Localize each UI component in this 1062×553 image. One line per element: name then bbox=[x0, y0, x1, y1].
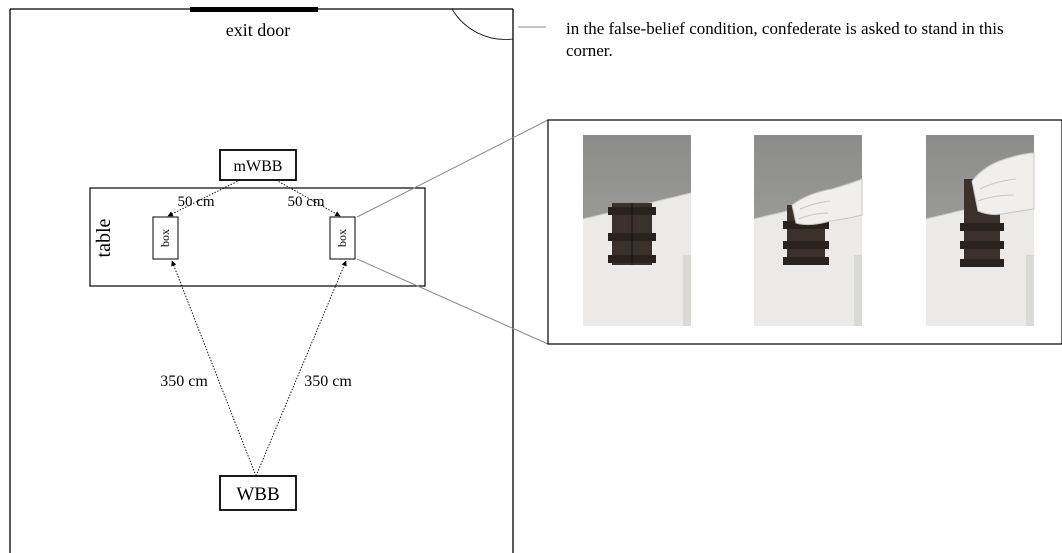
box-left bbox=[152, 216, 179, 260]
dist-mwbb-left-label: 50 cm bbox=[177, 194, 214, 210]
arrow-mwbb-box-left bbox=[167, 179, 241, 217]
room-walls bbox=[9, 8, 514, 553]
hand-icon bbox=[791, 178, 863, 226]
arrow-wbb-box-left bbox=[171, 260, 257, 477]
mwbb-label: mWBB bbox=[234, 158, 283, 175]
photo-3 bbox=[925, 135, 1035, 326]
box-left-label: box bbox=[158, 229, 172, 247]
mwbb-box bbox=[219, 149, 297, 181]
zoom-line-top bbox=[356, 119, 549, 218]
box-right-label: box bbox=[335, 229, 349, 247]
door-swing-arc bbox=[451, 8, 514, 40]
box-stack-icon bbox=[608, 203, 656, 265]
arrow-mwbb-box-right bbox=[275, 179, 341, 217]
zoom-line-bottom bbox=[356, 258, 549, 345]
photo-2 bbox=[753, 135, 863, 326]
arrow-wbb-box-right bbox=[255, 260, 347, 477]
wbb-label: WBB bbox=[236, 484, 279, 505]
dist-wbb-right-label: 350 cm bbox=[304, 373, 352, 390]
exit-door-label: exit door bbox=[226, 20, 291, 40]
hand-icon bbox=[971, 152, 1035, 216]
exit-door bbox=[190, 7, 318, 12]
table-label: table bbox=[93, 218, 115, 257]
false-belief-note: in the false-belief condition, confedera… bbox=[566, 19, 1004, 60]
wbb-box bbox=[219, 475, 297, 511]
box-right bbox=[329, 216, 356, 260]
table bbox=[89, 187, 426, 287]
dist-mwbb-right-label: 50 cm bbox=[287, 194, 324, 210]
photo-1 bbox=[582, 135, 692, 326]
dist-wbb-left-label: 350 cm bbox=[160, 373, 208, 390]
